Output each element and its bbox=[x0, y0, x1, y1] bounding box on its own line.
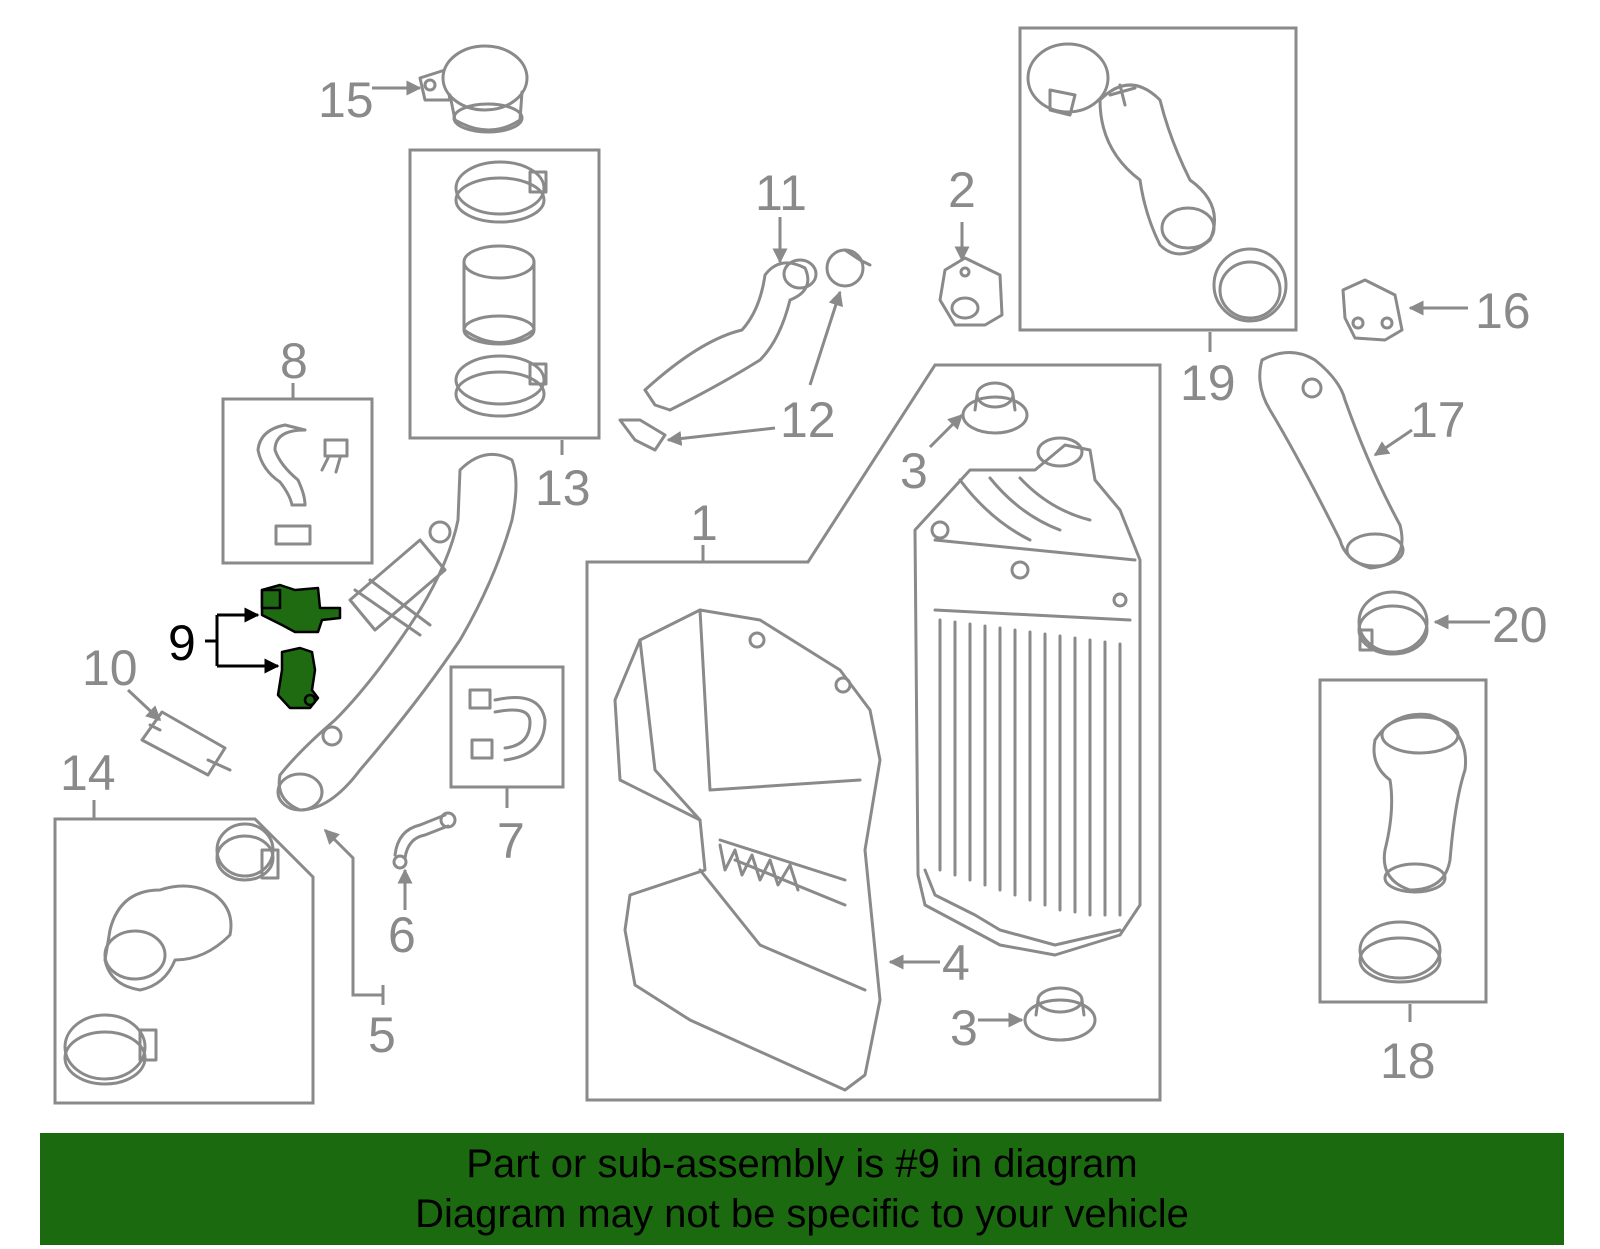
part-13-frame bbox=[408, 148, 601, 440]
part-11-hose[interactable] bbox=[643, 258, 818, 412]
part-19-frame bbox=[1018, 26, 1298, 332]
callout-8: 8 bbox=[280, 333, 308, 389]
part-13-hose-kit[interactable] bbox=[454, 160, 548, 418]
callout-17: 17 bbox=[1410, 392, 1466, 448]
part-12-clamp-lower[interactable] bbox=[618, 418, 667, 452]
callout-7: 7 bbox=[497, 813, 525, 869]
callout-10: 10 bbox=[82, 640, 138, 696]
banner-line-1: Part or sub-assembly is #9 in diagram bbox=[466, 1142, 1138, 1186]
leader-5 bbox=[323, 828, 383, 997]
part-5-intake-pipe[interactable] bbox=[276, 452, 518, 812]
part-3-mount-upper[interactable] bbox=[961, 381, 1029, 435]
callout-19: 19 bbox=[1180, 355, 1236, 411]
info-banner: Part or sub-assembly is #9 in diagram Di… bbox=[40, 1133, 1564, 1245]
callout-15: 15 bbox=[318, 72, 374, 128]
leader-17 bbox=[1373, 428, 1413, 457]
part-7-frame bbox=[449, 665, 565, 789]
intercooler-core[interactable] bbox=[913, 436, 1142, 957]
part-19-hose-kit[interactable] bbox=[1026, 42, 1288, 323]
part-1-frame bbox=[585, 363, 1162, 1102]
callout-3-upper: 3 bbox=[900, 443, 928, 499]
part-14-hose-kit[interactable] bbox=[63, 822, 280, 1086]
part-2-bracket[interactable] bbox=[938, 256, 1004, 327]
banner-line-2: Diagram may not be specific to your vehi… bbox=[415, 1192, 1189, 1236]
leader-10 bbox=[126, 688, 162, 722]
part-9-valve-upper[interactable] bbox=[260, 583, 342, 634]
callout-11: 11 bbox=[755, 165, 807, 221]
callout-12: 12 bbox=[780, 392, 836, 448]
callout-1: 1 bbox=[690, 495, 718, 551]
part-12-clamp-upper[interactable] bbox=[825, 248, 872, 288]
part-18-frame bbox=[1318, 678, 1488, 1004]
callout-2: 2 bbox=[948, 162, 976, 218]
callout-14: 14 bbox=[60, 745, 116, 801]
part-15-connector[interactable] bbox=[418, 44, 529, 134]
callout-13: 13 bbox=[535, 460, 591, 516]
callout-16: 16 bbox=[1475, 283, 1531, 339]
part-20-clamp[interactable] bbox=[1357, 590, 1429, 656]
part-17-tube[interactable] bbox=[1258, 351, 1405, 570]
callout-18: 18 bbox=[1380, 1033, 1436, 1089]
callout-6: 6 bbox=[388, 907, 416, 963]
part-16-sensor[interactable] bbox=[1341, 278, 1404, 342]
callout-5: 5 bbox=[368, 1007, 396, 1063]
callout-9: 9 bbox=[168, 615, 196, 671]
part-10-sensor[interactable] bbox=[140, 710, 232, 777]
part-9-valve-lower[interactable] bbox=[276, 646, 320, 710]
part-14-frame bbox=[53, 817, 315, 1105]
callout-3-lower: 3 bbox=[950, 1000, 978, 1056]
part-8-frame bbox=[221, 397, 374, 565]
part-6-pipe[interactable] bbox=[392, 811, 457, 870]
part-4-air-duct[interactable] bbox=[613, 608, 882, 1092]
callout-20: 20 bbox=[1492, 597, 1548, 653]
part-18-hose-kit[interactable] bbox=[1358, 712, 1468, 984]
part-3-mount-lower[interactable] bbox=[1023, 986, 1097, 1042]
part-7-hose-kit[interactable] bbox=[468, 688, 547, 762]
leader-12a bbox=[808, 290, 843, 386]
callout-4: 4 bbox=[942, 935, 970, 991]
part-8-hose-kit[interactable] bbox=[256, 423, 349, 546]
leader-12b bbox=[666, 426, 776, 446]
leader-3a bbox=[928, 413, 964, 449]
